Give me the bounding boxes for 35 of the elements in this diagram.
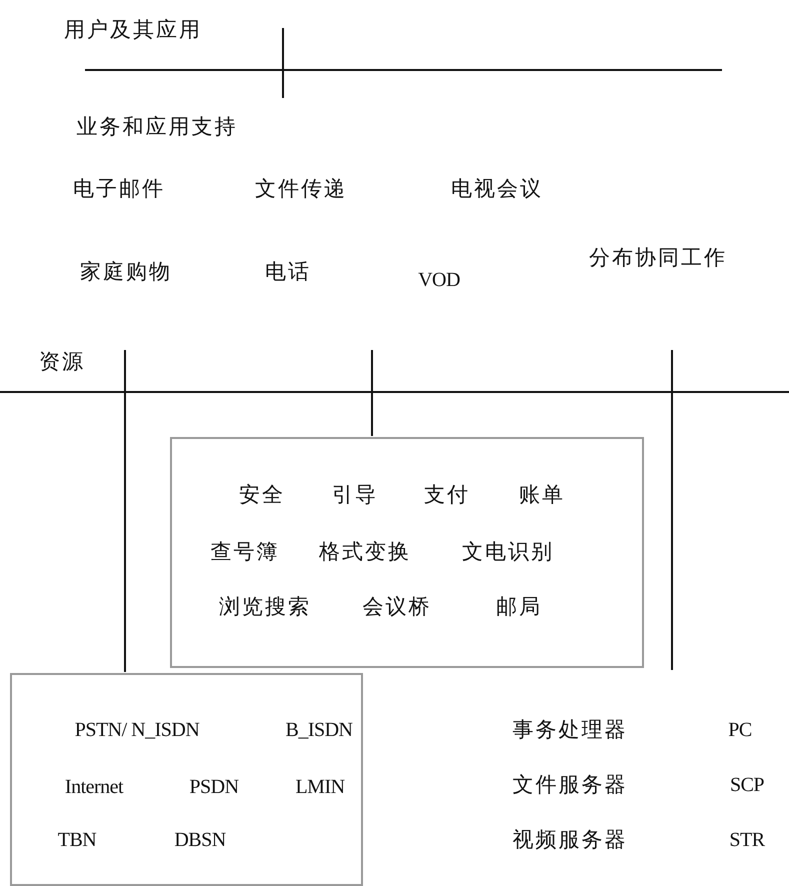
item-label: 支付 [424,482,470,508]
panel-box [170,437,644,668]
item-label: LMIN [295,775,345,799]
service-label: 文件传递 [255,176,347,202]
device-label: STR [729,828,765,852]
item-label: PSTN/ N_ISDN [74,718,200,742]
panel-box [10,673,363,886]
item-label: Internet [64,775,124,799]
service-label: VOD [418,268,460,292]
item-label: 引导 [332,482,378,508]
item-label: 会议桥 [362,594,432,620]
service-label: 电子邮件 [73,176,165,202]
device-label: 视频服务器 [512,827,628,853]
item-label: 浏览搜索 [219,594,311,620]
item-label: 安全 [239,482,285,508]
item-label: 查号簿 [210,539,280,565]
item-label: 文电识别 [462,539,554,565]
item-label: TBN [58,828,96,852]
layer-label: 业务和应用支持 [76,114,238,140]
item-label: DBSN [174,828,226,852]
device-label: PC [728,718,752,742]
item-label: 邮局 [496,594,542,620]
device-label: 事务处理器 [512,717,628,743]
service-label: 电话 [265,259,311,285]
item-label: 账单 [519,482,565,508]
item-label: 格式变换 [319,539,411,565]
service-label: 家庭购物 [80,259,172,285]
device-label: SCP [730,773,764,797]
item-label: B_ISDN [286,718,352,742]
device-label: 文件服务器 [512,772,628,798]
item-label: PSDN [189,775,239,799]
layer-label: 资源 [39,349,85,375]
service-label: 分布协同工作 [589,245,727,271]
service-label: 电视会议 [451,176,543,202]
layer-label: 用户及其应用 [64,17,202,43]
